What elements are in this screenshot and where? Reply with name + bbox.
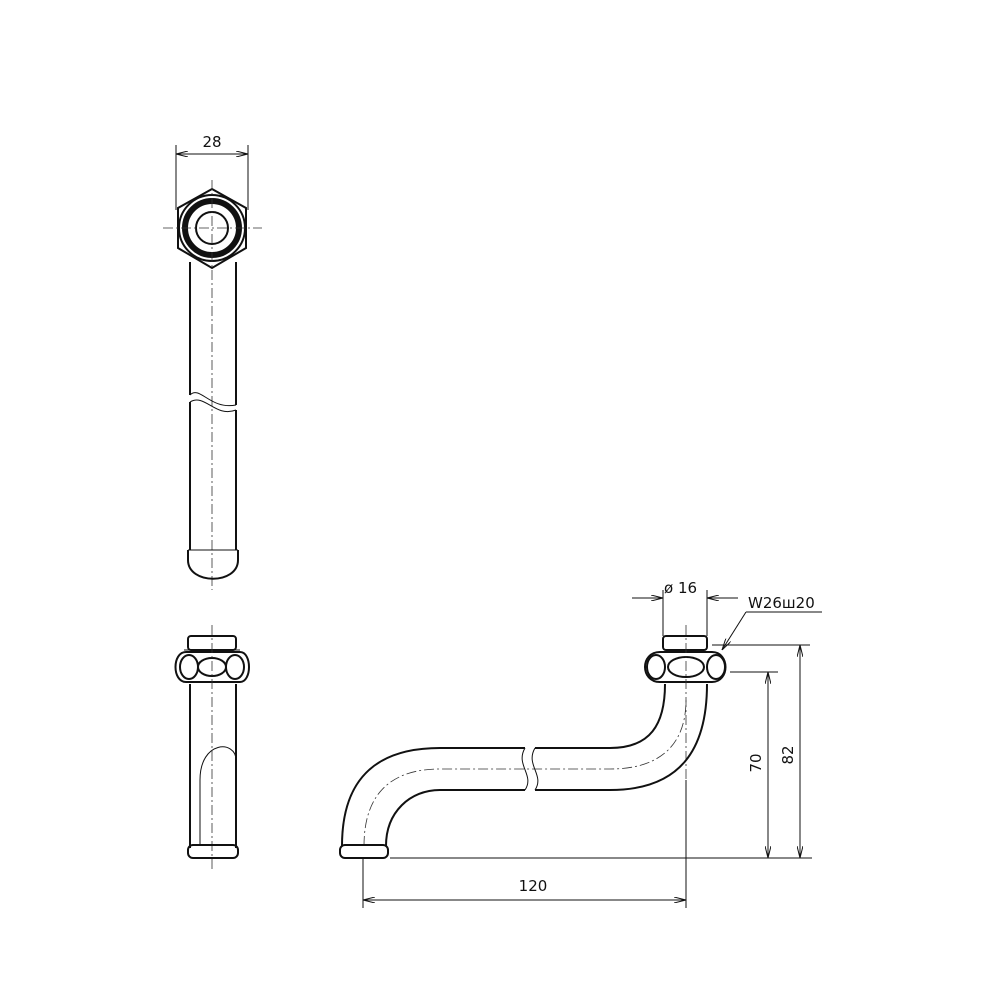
- dimension-hex-width: 28: [175, 133, 249, 210]
- s-bend-pipe: [339, 683, 708, 859]
- dimension-diameter: ø 16: [632, 579, 738, 636]
- top-view: 28: [163, 133, 262, 590]
- dimension-label: 28: [202, 133, 221, 151]
- dimension-heights: 70 82: [390, 644, 812, 859]
- dimension-label: 70: [747, 753, 765, 772]
- dimension-label: 82: [779, 745, 797, 764]
- nut: [174, 651, 250, 683]
- dimension-label: ø 16: [664, 579, 697, 597]
- pipe: [187, 262, 239, 580]
- dimension-label: W26ш20: [748, 594, 815, 612]
- hex-nut: [177, 187, 247, 270]
- side-view: ø 16 W26ш20 120 70 82: [339, 579, 822, 908]
- front-view: [174, 625, 250, 870]
- dimension-thread: W26ш20: [722, 594, 822, 650]
- nut: [644, 651, 727, 683]
- dimension-length: 120: [362, 780, 687, 908]
- dimension-label: 120: [519, 877, 548, 895]
